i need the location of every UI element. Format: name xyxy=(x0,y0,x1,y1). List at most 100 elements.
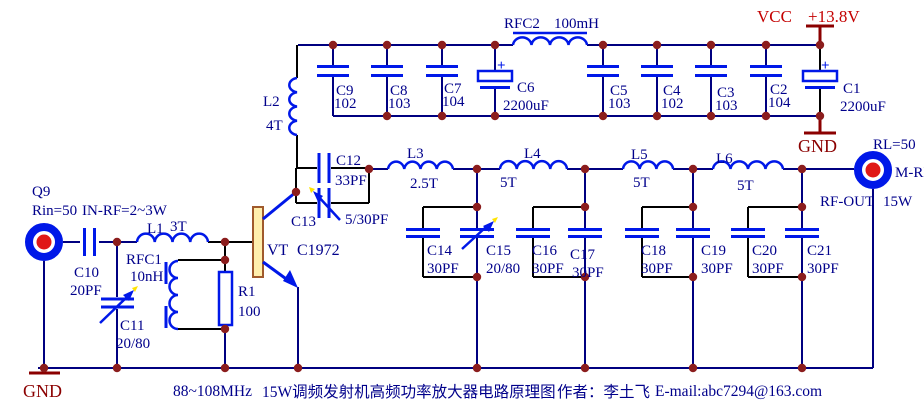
label-c4-ref: C4 xyxy=(663,83,681,99)
choke-rfc1-coil xyxy=(168,259,179,331)
label-rin: Rin=50 xyxy=(32,203,77,219)
label-c14-value: 30PF xyxy=(427,261,459,277)
label-m-rf: M-RF xyxy=(895,165,924,181)
inductor-l5-coil xyxy=(621,160,675,170)
label-l1-ref: L1 xyxy=(147,221,164,237)
label-c12-ref: C12 xyxy=(336,153,361,169)
label-c11-value: 20/80 xyxy=(116,336,150,352)
label-in-rf: IN-RF=2~3W xyxy=(82,203,168,219)
label-l3-turns: 2.5T xyxy=(410,176,438,192)
label-c19-ref: C19 xyxy=(701,243,726,259)
label-c17-ref: C17 xyxy=(570,247,596,263)
label-vcc: VCC xyxy=(757,7,792,26)
label-c1-ref: C1 xyxy=(843,81,861,97)
label-c1-value: 2200uF xyxy=(840,99,886,115)
label-vcc-voltage: +13.8V xyxy=(808,7,860,26)
label-c16-ref: C16 xyxy=(532,243,558,259)
emitter-arrowhead xyxy=(283,270,298,288)
transistor-vt xyxy=(252,190,298,288)
trimmer-arrow-c13 xyxy=(309,187,341,221)
rf-output-connector xyxy=(854,151,892,189)
label-vt: VT xyxy=(267,242,289,259)
trimmer-arrow-c11 xyxy=(99,286,138,324)
label-c15-value: 20/80 xyxy=(486,261,520,277)
label-c9-value: 102 xyxy=(334,96,357,112)
label-gnd-bottom: GND xyxy=(23,381,62,401)
label-c11-ref: C11 xyxy=(120,318,144,334)
label-c7-ref: C7 xyxy=(444,81,462,97)
inductor-l3-coil xyxy=(386,160,455,170)
inductor-l6-coil xyxy=(711,160,785,170)
label-c12-value: 33PF xyxy=(335,173,367,189)
c6-electrolytic-plate xyxy=(476,69,514,83)
label-c13-value: 5/30PF xyxy=(345,212,388,228)
label-vt-part: C1972 xyxy=(297,242,340,259)
label-gnd-top: GND xyxy=(798,136,837,156)
label-c6-value: 2200uF xyxy=(503,98,549,114)
label-c8-value: 103 xyxy=(388,96,411,112)
inductor-l2-coil xyxy=(288,76,298,137)
resistor-r1-body xyxy=(217,270,234,327)
label-c19-value: 30PF xyxy=(701,261,733,277)
caption-title: 15W调频发射机高频功率放大器电路原理图 xyxy=(262,383,556,401)
transistor-emitter-lead xyxy=(262,260,290,283)
transistor-base-bar xyxy=(252,206,264,278)
caption-email: E-mail:abc7294@163.com xyxy=(655,383,822,400)
label-l2-turns: 4T xyxy=(266,118,283,134)
rf-input-connector xyxy=(25,223,63,261)
label-c18-ref: C18 xyxy=(641,243,666,259)
label-rf-out: RF-OUT xyxy=(820,194,874,210)
label-c4-value: 102 xyxy=(661,96,684,112)
label-c21-ref: C21 xyxy=(807,243,832,259)
caption-frequency: 88~108MHz xyxy=(173,383,252,400)
label-l6-turns: 5T xyxy=(737,178,754,194)
label-c20-ref: C20 xyxy=(752,243,777,259)
label-l3-ref: L3 xyxy=(407,146,424,162)
label-c8-ref: C8 xyxy=(390,83,408,99)
label-c2-ref: C2 xyxy=(770,82,788,98)
label-rf-out-power: 15W xyxy=(883,194,913,210)
label-c9-ref: C9 xyxy=(336,83,354,99)
label-l5-turns: 5T xyxy=(633,175,650,191)
label-l4-ref: L4 xyxy=(524,146,541,162)
label-c13-ref: C13 xyxy=(291,214,316,230)
label-l5-ref: L5 xyxy=(631,147,648,163)
label-rl: RL=50 xyxy=(873,137,916,153)
rf-input-center-pin xyxy=(36,234,52,250)
label-c18-value: 30PF xyxy=(641,261,673,277)
junction-dots xyxy=(39,40,825,373)
label-r1-value: 100 xyxy=(238,304,261,320)
label-l2-ref: L2 xyxy=(263,94,280,110)
c6-polarity-mark: + xyxy=(497,58,506,74)
label-rfc1-ref: RFC1 xyxy=(126,252,162,268)
label-c5-value: 103 xyxy=(608,96,631,112)
caption-author: 作者：李土飞 xyxy=(557,383,650,401)
label-c6-ref: C6 xyxy=(517,80,535,96)
c1-polarity-mark: + xyxy=(821,58,830,74)
label-c3-value: 103 xyxy=(715,98,738,114)
c1-electrolytic-plate xyxy=(801,69,839,83)
label-c15-ref: C15 xyxy=(486,243,511,259)
inductor-l4-coil xyxy=(498,159,569,170)
label-rfc1-value: 10nH xyxy=(130,269,164,285)
label-rfc2-ref: RFC2 xyxy=(504,16,540,32)
rf-output-center-pin xyxy=(865,162,881,178)
label-q9: Q9 xyxy=(32,184,50,200)
label-l4-turns: 5T xyxy=(500,175,517,191)
label-c10-ref: C10 xyxy=(74,265,99,281)
label-c14-ref: C14 xyxy=(427,243,453,259)
label-rfc2-value: 100mH xyxy=(554,16,599,32)
label-c17-value: 30PF xyxy=(572,265,604,281)
trimmer-arrow-c15 xyxy=(461,217,498,250)
label-c7-value: 104 xyxy=(442,94,465,110)
label-c10-value: 20PF xyxy=(70,283,102,299)
power-ground-terminals xyxy=(29,24,836,375)
label-c5-ref: C5 xyxy=(610,83,628,99)
label-c3-ref: C3 xyxy=(717,85,735,101)
label-c20-value: 30PF xyxy=(752,261,784,277)
label-r1-ref: R1 xyxy=(238,284,256,300)
label-c2-value: 104 xyxy=(768,95,791,111)
transistor-collector-lead xyxy=(262,190,297,221)
label-l6-ref: L6 xyxy=(716,151,733,167)
